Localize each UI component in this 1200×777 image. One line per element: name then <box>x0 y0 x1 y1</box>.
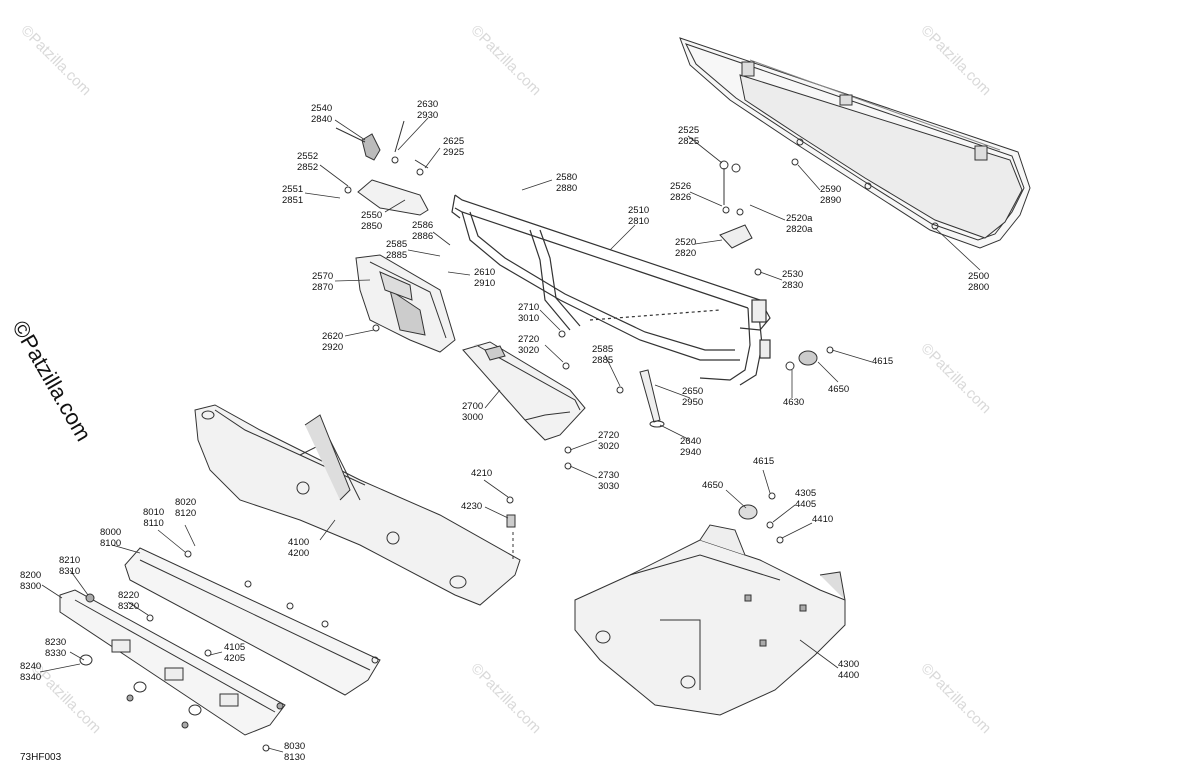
leader-lines <box>39 117 981 753</box>
floor-panel-part <box>574 492 846 716</box>
part-callout: 4210 <box>471 468 493 479</box>
door-strap-part <box>616 369 665 428</box>
lower-rail-part <box>59 589 286 752</box>
part-callout: 4230 <box>461 501 483 512</box>
part-callout: 4630 <box>783 397 805 408</box>
door-frame-part <box>451 194 771 386</box>
part-callout: 4650 <box>702 480 724 491</box>
mirror-mount-part <box>785 346 834 371</box>
part-callout: 4650 <box>828 384 850 395</box>
latch-housing-part <box>355 254 456 353</box>
part-callout: 4615 <box>872 356 894 367</box>
lower-side-panel-part <box>194 404 521 606</box>
fastener-set <box>506 496 516 560</box>
part-callout: 4615 <box>753 456 775 467</box>
diagram-code: 73HF003 <box>20 752 62 763</box>
door-panel-part <box>679 37 1031 249</box>
hinge-assembly <box>335 120 429 216</box>
small-panel-part <box>462 330 586 470</box>
rocker-rail-part <box>124 547 381 696</box>
part-callout: 4410 <box>812 514 834 525</box>
hinge-bracket-part <box>719 158 799 276</box>
